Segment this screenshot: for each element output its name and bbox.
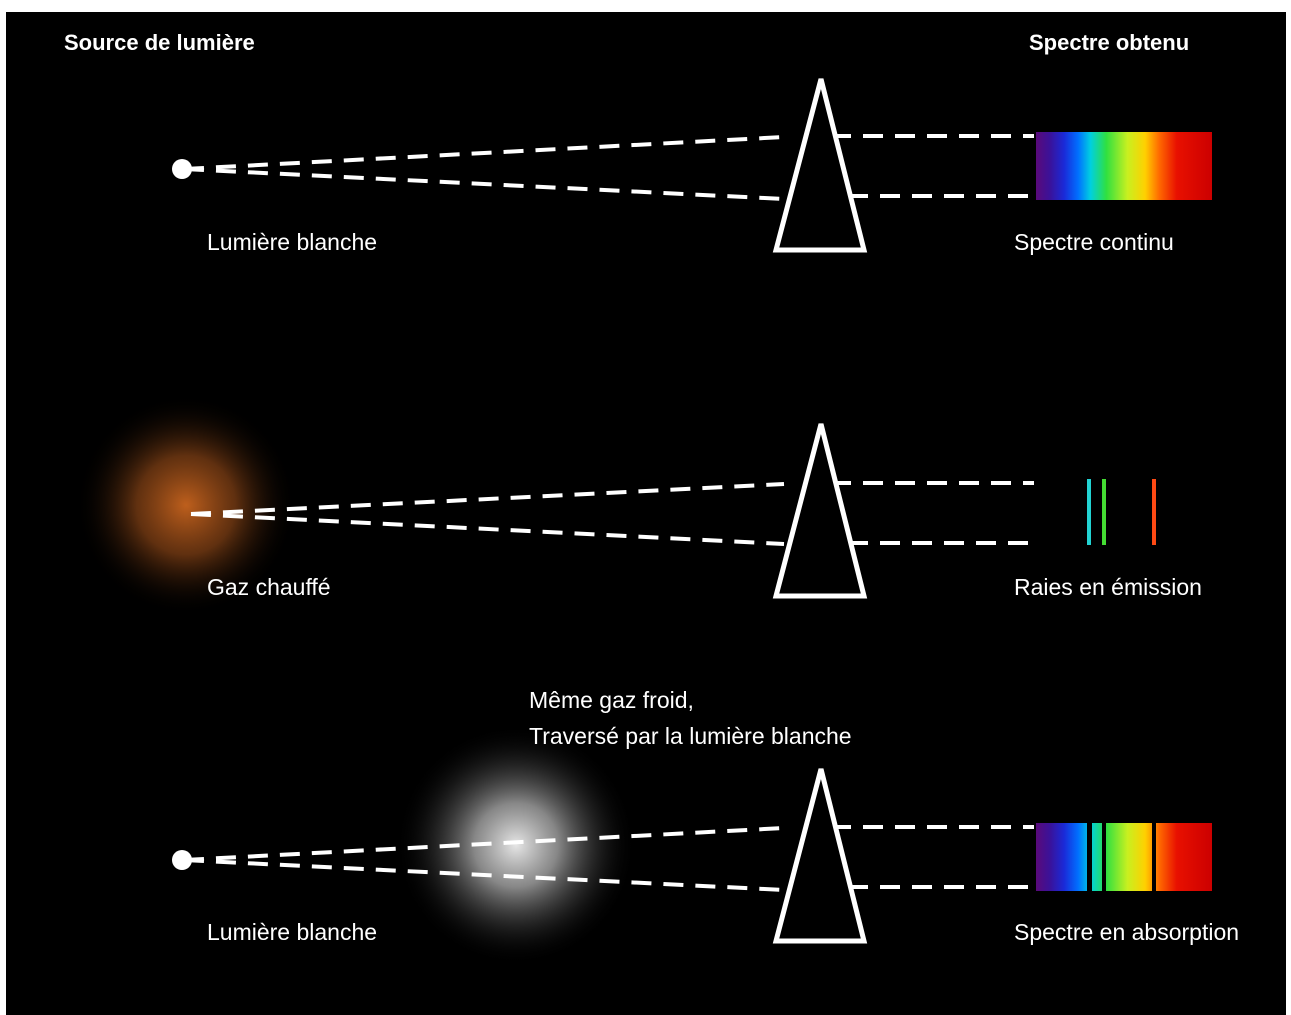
diagram-canvas: Source de lumière Spectre obtenu Lumière… <box>6 12 1286 1015</box>
absorption-line <box>1087 823 1092 891</box>
emission-lines <box>1087 479 1156 545</box>
triangle-outline-prism-icon <box>772 423 868 599</box>
dashed-light-rays-icon <box>183 134 1034 892</box>
absorption-line <box>1102 823 1106 891</box>
triangle-outline-prism-icon <box>772 768 868 944</box>
triangle-outline-prism-icon <box>772 78 868 253</box>
cold-gas-label-line2: Traversé par la lumière blanche <box>529 723 852 749</box>
absorption-spectrum <box>1036 823 1212 891</box>
white-dot-icon <box>172 850 192 870</box>
cold-gas-glow <box>396 725 636 965</box>
continuous-spectrum <box>1036 132 1212 200</box>
row3-spectrum-label: Spectre en absorption <box>1014 919 1240 945</box>
row2-source-label: Gaz chauffé <box>207 574 331 600</box>
white-dot-icon <box>172 159 192 179</box>
row1-spectrum-label: Spectre continu <box>1014 229 1174 255</box>
cold-gas-label-line1: Même gaz froid, <box>529 687 694 713</box>
row3-source-label: Lumière blanche <box>207 919 378 945</box>
absorption-line <box>1152 823 1156 891</box>
row2-spectrum-label: Raies en émission <box>1014 574 1202 600</box>
source-header: Source de lumière <box>64 30 255 55</box>
spectroscopy-diagram <box>76 78 1212 965</box>
hot-gas-glow <box>76 395 296 615</box>
spectrum-header: Spectre obtenu <box>1029 30 1190 55</box>
row1-source-label: Lumière blanche <box>207 229 378 255</box>
